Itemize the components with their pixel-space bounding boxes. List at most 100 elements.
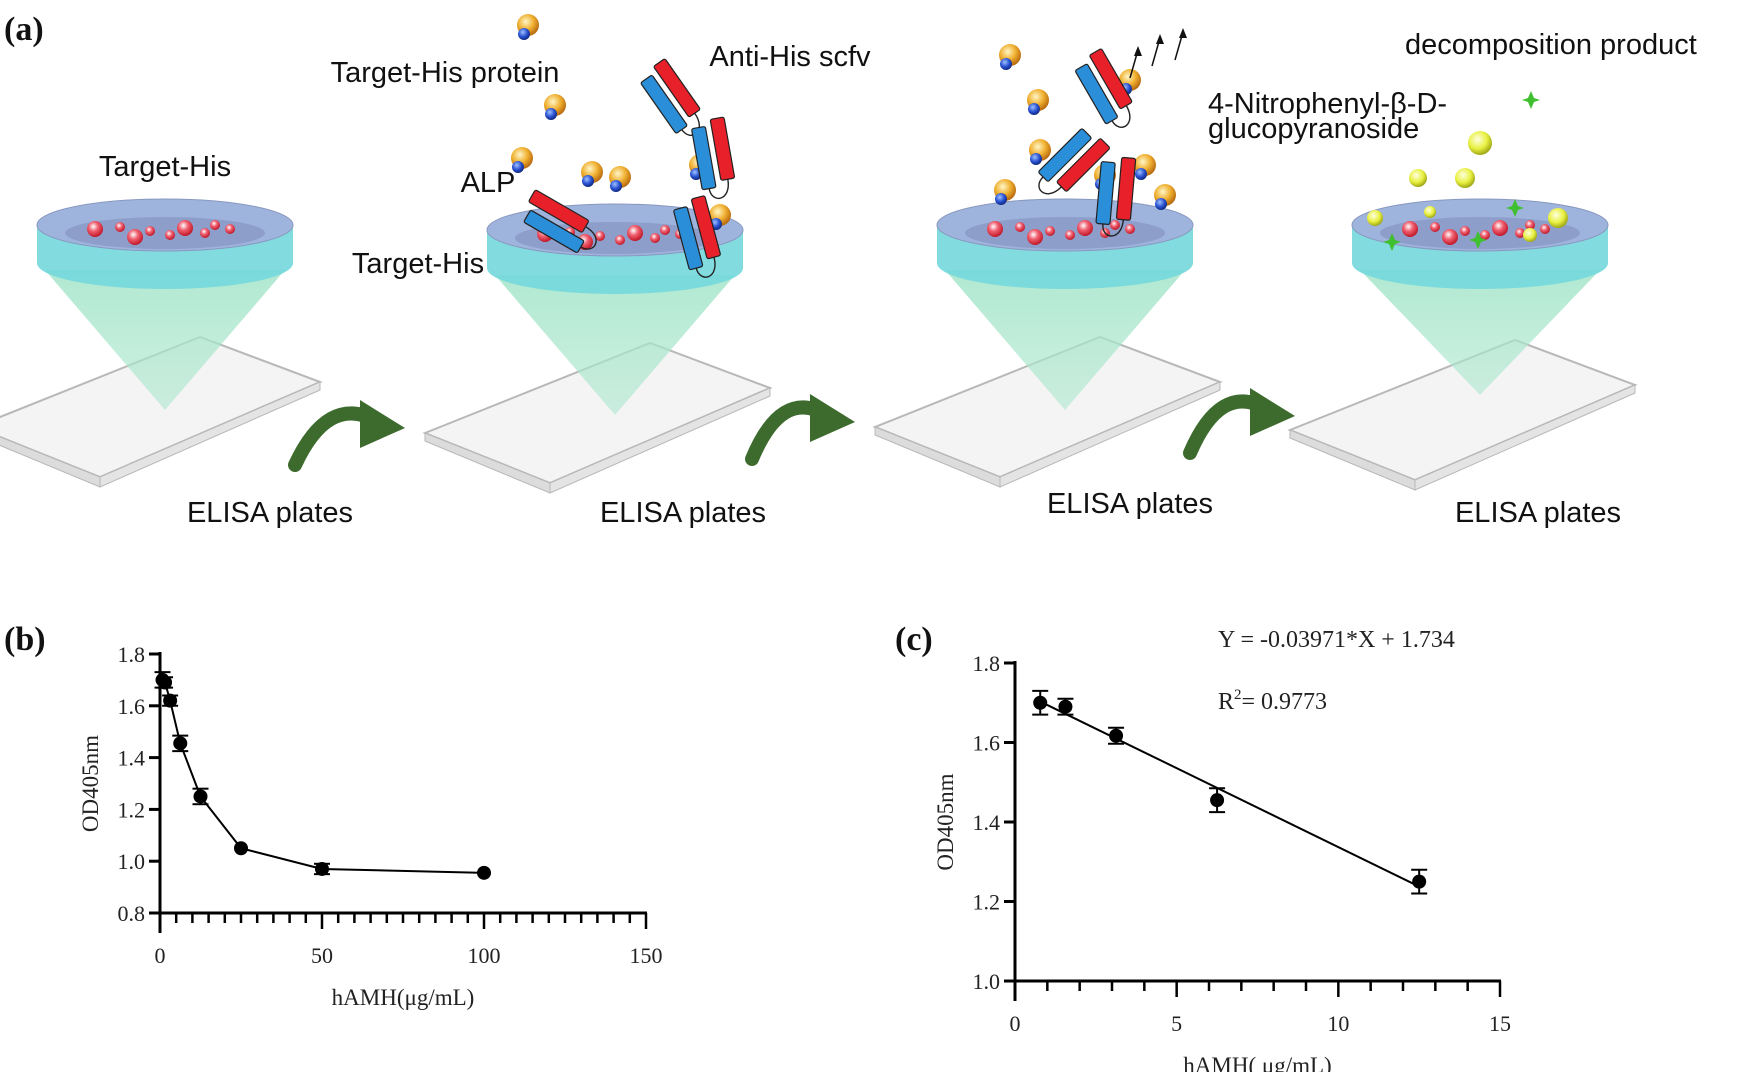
label-decomposition-product: decomposition product xyxy=(1405,29,1697,61)
target-his-sphere xyxy=(115,222,125,232)
plate-label: ELISA plates xyxy=(1455,497,1621,529)
y-tick-label: 1.8 xyxy=(973,651,1001,676)
magnification-cone xyxy=(495,275,735,415)
scfv-antibody-icon xyxy=(689,116,739,202)
step-1: ELISA plates xyxy=(0,198,353,529)
target-his-sphere xyxy=(127,229,143,245)
target-his-sphere xyxy=(660,225,670,235)
panel-b-label: (b) xyxy=(4,621,46,658)
x-tick-label: 0 xyxy=(155,943,166,968)
data-point xyxy=(158,675,173,690)
decomposition-product-icon xyxy=(1383,233,1401,251)
x-tick-label: 0 xyxy=(1010,1011,1021,1036)
release-arrow-icon xyxy=(1129,46,1142,79)
data-point xyxy=(1109,728,1124,743)
well-label-target-his: Target-His xyxy=(99,151,231,183)
y-axis-title: OD405nm xyxy=(78,735,103,832)
x-tick-label: 10 xyxy=(1327,1011,1349,1036)
step-arrow-icon xyxy=(288,400,405,472)
step-arrow-icon xyxy=(1183,388,1295,460)
target-his-sphere xyxy=(627,225,643,241)
elisa-schematic: ELISA plates ELISA plates ELISA plates ELIS… xyxy=(0,14,1697,529)
step-arrow-icon xyxy=(745,394,855,466)
x-tick-label: 5 xyxy=(1171,1011,1182,1036)
y-tick-label: 1.6 xyxy=(973,731,1001,756)
his-protein-icon xyxy=(1029,139,1051,165)
his-protein-icon xyxy=(581,161,603,187)
fit-line xyxy=(1039,700,1420,888)
y-tick-label: 1.0 xyxy=(118,849,146,874)
target-his-sphere xyxy=(595,231,605,241)
y-tick-label: 1.4 xyxy=(118,746,146,771)
y-tick-label: 1.8 xyxy=(118,642,146,667)
his-protein-icon xyxy=(544,94,566,120)
substrate-sphere-icon xyxy=(1468,131,1492,155)
target-his-sphere xyxy=(1515,228,1525,238)
label-alp: ALP xyxy=(461,167,516,199)
decomposition-product-icon xyxy=(1469,231,1487,249)
his-protein-icon xyxy=(1027,89,1049,115)
panel-a-label: (a) xyxy=(4,11,44,48)
target-his-sphere xyxy=(615,235,625,245)
substrate-sphere-icon xyxy=(1424,206,1436,218)
y-tick-label: 1.6 xyxy=(118,694,146,719)
target-his-sphere xyxy=(1492,220,1508,236)
series-line xyxy=(161,679,485,874)
label-anti-his-scfv: Anti-His scfv xyxy=(709,41,871,73)
data-point xyxy=(477,865,491,880)
data-point xyxy=(163,693,178,708)
target-his-sphere xyxy=(1110,220,1120,230)
x-tick-label: 50 xyxy=(311,943,333,968)
target-his-sphere xyxy=(225,224,235,234)
target-his-sphere xyxy=(1430,222,1440,232)
y-tick-label: 1.4 xyxy=(973,810,1001,835)
data-point xyxy=(315,861,329,876)
magnification-cone xyxy=(1360,270,1600,395)
target-his-sphere xyxy=(87,221,103,237)
his-protein-icon xyxy=(999,44,1021,70)
his-protein-icon xyxy=(517,14,539,40)
substrate-sphere-icon xyxy=(1367,210,1383,226)
step-4: ELISA plates xyxy=(1289,198,1636,529)
substrate-sphere-icon xyxy=(1455,168,1475,188)
target-his-sphere xyxy=(650,233,660,243)
target-his-sphere xyxy=(1027,229,1043,245)
x-tick-label: 100 xyxy=(468,943,501,968)
target-his-sphere xyxy=(165,230,175,240)
x-tick-label: 150 xyxy=(630,943,663,968)
plate-label: ELISA plates xyxy=(600,497,766,529)
r-squared: R2= 0.9773 xyxy=(1218,687,1327,715)
target-his-sphere xyxy=(1540,224,1550,234)
target-his-sphere xyxy=(1015,222,1025,232)
plate-label: ELISA plates xyxy=(187,497,353,529)
x-tick-label: 15 xyxy=(1489,1011,1511,1036)
data-point xyxy=(193,789,208,804)
release-arrow-icon xyxy=(1151,34,1164,67)
target-his-sphere xyxy=(987,221,1003,237)
target-his-sphere xyxy=(145,226,155,236)
y-axis-title: OD405nm xyxy=(933,773,958,870)
his-protein-icon xyxy=(609,166,631,192)
release-arrow-icon xyxy=(1174,28,1187,61)
target-his-sphere xyxy=(1402,221,1418,237)
decomposition-product-icon xyxy=(1522,91,1540,109)
magnification-cone xyxy=(945,270,1185,410)
data-point xyxy=(1210,793,1225,808)
x-axis-title: hAMH( μg/mL) xyxy=(1183,1053,1331,1072)
well-icon xyxy=(936,198,1194,289)
his-protein-icon xyxy=(511,147,533,173)
panel-c-label: (c) xyxy=(895,621,933,658)
target-his-sphere xyxy=(210,220,220,230)
fit-equation: Y = -0.03971*X + 1.734 xyxy=(1218,627,1455,653)
data-point xyxy=(234,841,248,856)
decomposition-product-icon xyxy=(1506,199,1524,217)
data-point xyxy=(1058,699,1073,714)
y-tick-label: 1.2 xyxy=(118,797,146,822)
target-his-sphere xyxy=(200,228,210,238)
label-target-his-protein: Target-His protein xyxy=(331,57,560,89)
y-tick-label: 1.2 xyxy=(973,890,1001,915)
plate-label: ELISA plates xyxy=(1047,488,1213,520)
